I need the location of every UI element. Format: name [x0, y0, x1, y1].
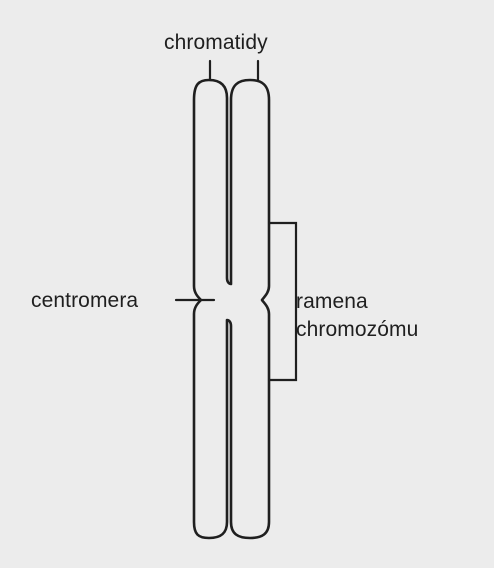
leader-lines — [174, 59, 298, 382]
chromosome-outline — [192, 78, 271, 540]
centromera-label: centromera — [31, 289, 139, 312]
ramena-label-line-1: ramena — [296, 290, 368, 313]
chromosome-body — [192, 78, 271, 540]
chromatidy-label: chromatidy — [164, 31, 268, 54]
arm-bracket — [267, 221, 298, 382]
ramena-label-line-2: chromozómu — [296, 318, 419, 341]
